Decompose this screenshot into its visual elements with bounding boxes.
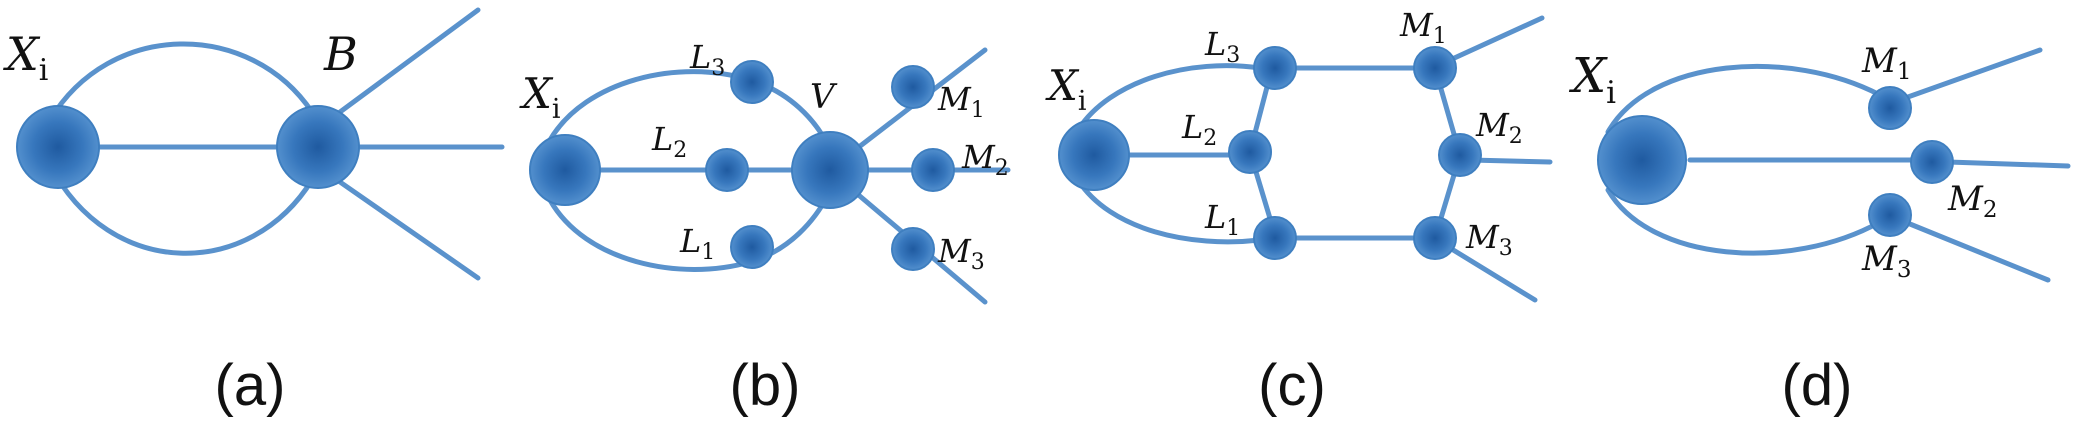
panel-a-out-line-upper <box>337 7 481 115</box>
panel-b-node-l2 <box>705 148 749 192</box>
panel-b-node-m2 <box>911 148 955 192</box>
panel-c-node-m1 <box>1413 46 1457 90</box>
panel-c-out-line-m3 <box>1447 245 1538 303</box>
panel-b-node-v <box>791 131 869 209</box>
panel-b-node-x <box>529 134 601 206</box>
panel-c-lower-arc <box>1075 177 1263 245</box>
panel-b-label-m1: M1 <box>937 80 985 123</box>
panel-b-label-l2: L2 <box>651 120 687 163</box>
panel-d-label-x: Xi <box>1568 48 1616 111</box>
panel-a-out-line-lower <box>337 179 481 281</box>
panel-a-node-x <box>16 105 100 189</box>
panel-c-out-line-m1 <box>1447 15 1545 63</box>
panel-a-caption: (a) <box>215 353 286 418</box>
panel-d-label-m3: M3 <box>1861 239 1911 283</box>
panel-d-upper-arc <box>1605 63 1883 135</box>
panel-c-label-x: Xi <box>1045 61 1087 117</box>
panel-b-lower-arc <box>547 192 831 272</box>
panel-b-label-l3: L3 <box>689 38 725 81</box>
panel-c-out-line-m2 <box>1467 157 1553 165</box>
panel-c-upper-arc <box>1075 63 1263 133</box>
panel-c-node-l2 <box>1228 130 1272 174</box>
panel-a-label-b: B <box>323 27 358 81</box>
panel-b-caption: (b) <box>730 353 801 418</box>
panel-d-lower-arc <box>1605 187 1883 256</box>
panel-a-label-x: Xi <box>3 27 48 88</box>
panel-a-upper-arc <box>47 41 315 123</box>
panel-d-label-m1: M1 <box>1861 41 1911 85</box>
panel-d-out-line-m3 <box>1902 219 2051 283</box>
panel-c-label-l3: L3 <box>1204 25 1240 68</box>
panel-b-node-l1 <box>730 225 774 269</box>
panel-c-caption: (c) <box>1258 353 1326 418</box>
panel-a: Xi B (a) <box>3 7 505 418</box>
panel-d-out-line-m2 <box>1945 159 2071 169</box>
panel-b-label-m3: M3 <box>937 232 985 275</box>
panel-c: Xi L3 L2 L1 M1 M2 M3 (c) <box>1045 6 1553 418</box>
panel-c-node-m2 <box>1438 133 1482 177</box>
panel-d-node-m2 <box>1910 140 1954 184</box>
panel-b-label-m2: M2 <box>961 138 1009 181</box>
panel-c-label-l2: L2 <box>1181 108 1217 151</box>
panel-d-out-line-m1 <box>1902 47 2043 101</box>
panel-b-upper-arc <box>547 69 831 148</box>
panel-c-label-l1: L1 <box>1204 198 1240 241</box>
panel-d-label-m2: M2 <box>1947 179 1997 223</box>
panel-d-node-m1 <box>1868 86 1912 130</box>
panel-d-node-x <box>1597 115 1687 205</box>
panel-d-caption: (d) <box>1782 353 1853 418</box>
panel-b-node-m3 <box>891 227 935 271</box>
panel-b-label-v: V <box>810 77 838 117</box>
panel-a-lower-arc <box>47 162 315 256</box>
panel-d-node-m3 <box>1868 193 1912 237</box>
panel-c-label-m3: M3 <box>1465 218 1513 261</box>
panel-b-node-l3 <box>730 60 774 104</box>
panel-c-label-m1: M1 <box>1399 6 1447 49</box>
panel-c-node-l1 <box>1253 216 1297 260</box>
panel-c-node-l3 <box>1253 46 1297 90</box>
panel-b-node-m1 <box>891 65 935 109</box>
panel-b: Xi L3 L2 L1 V M1 M2 M3 (b) <box>519 38 1011 418</box>
panel-d: Xi M1 M2 M3 (d) <box>1568 41 2071 418</box>
panel-b-label-x: Xi <box>519 69 561 125</box>
panel-b-label-l1: L1 <box>679 222 715 265</box>
panel-c-label-m2: M2 <box>1475 106 1523 149</box>
panel-a-node-b <box>276 105 360 189</box>
panel-c-node-m3 <box>1413 216 1457 260</box>
panel-c-node-x <box>1058 119 1130 191</box>
